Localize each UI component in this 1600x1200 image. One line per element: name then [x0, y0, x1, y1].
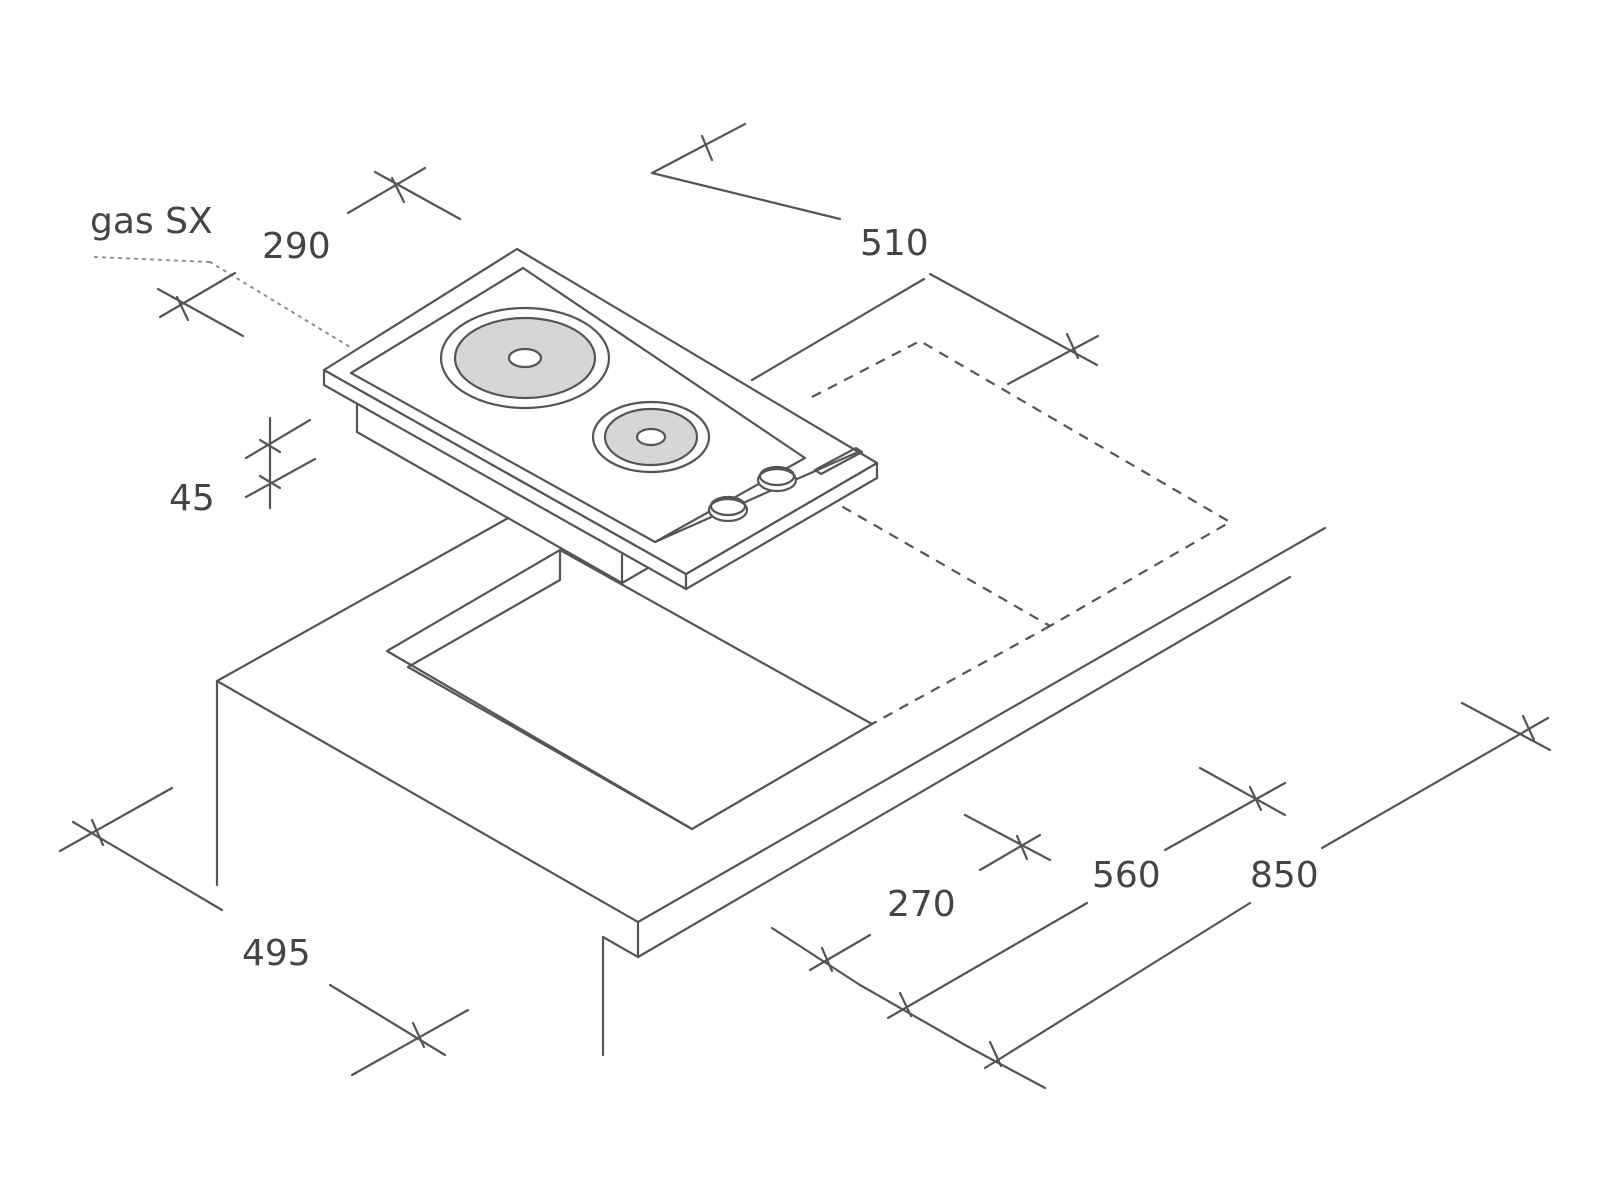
large-burner	[439, 306, 611, 410]
hob-appliance	[322, 247, 879, 591]
cutout-opening	[385, 548, 874, 831]
dim-label-560: 560	[1092, 855, 1161, 896]
dim-label-510: 510	[860, 223, 929, 264]
dim-label-495: 495	[242, 933, 311, 974]
model-label: gas SX	[90, 201, 213, 242]
dim-label-850: 850	[1250, 855, 1319, 896]
dim-label-270: 270	[887, 884, 956, 925]
small-burner	[591, 400, 711, 474]
dim-label-290: 290	[262, 226, 331, 267]
hob-badge	[813, 446, 864, 476]
dimension-lines	[58, 122, 1552, 1090]
control-knob-left	[707, 495, 749, 523]
dim-label-45: 45	[169, 478, 215, 519]
model-label-leader	[94, 256, 351, 348]
hob-top-plate	[322, 247, 879, 576]
worktop	[215, 277, 1327, 1057]
adjacent-module-outline	[811, 339, 1233, 725]
control-knob-right	[756, 465, 798, 493]
